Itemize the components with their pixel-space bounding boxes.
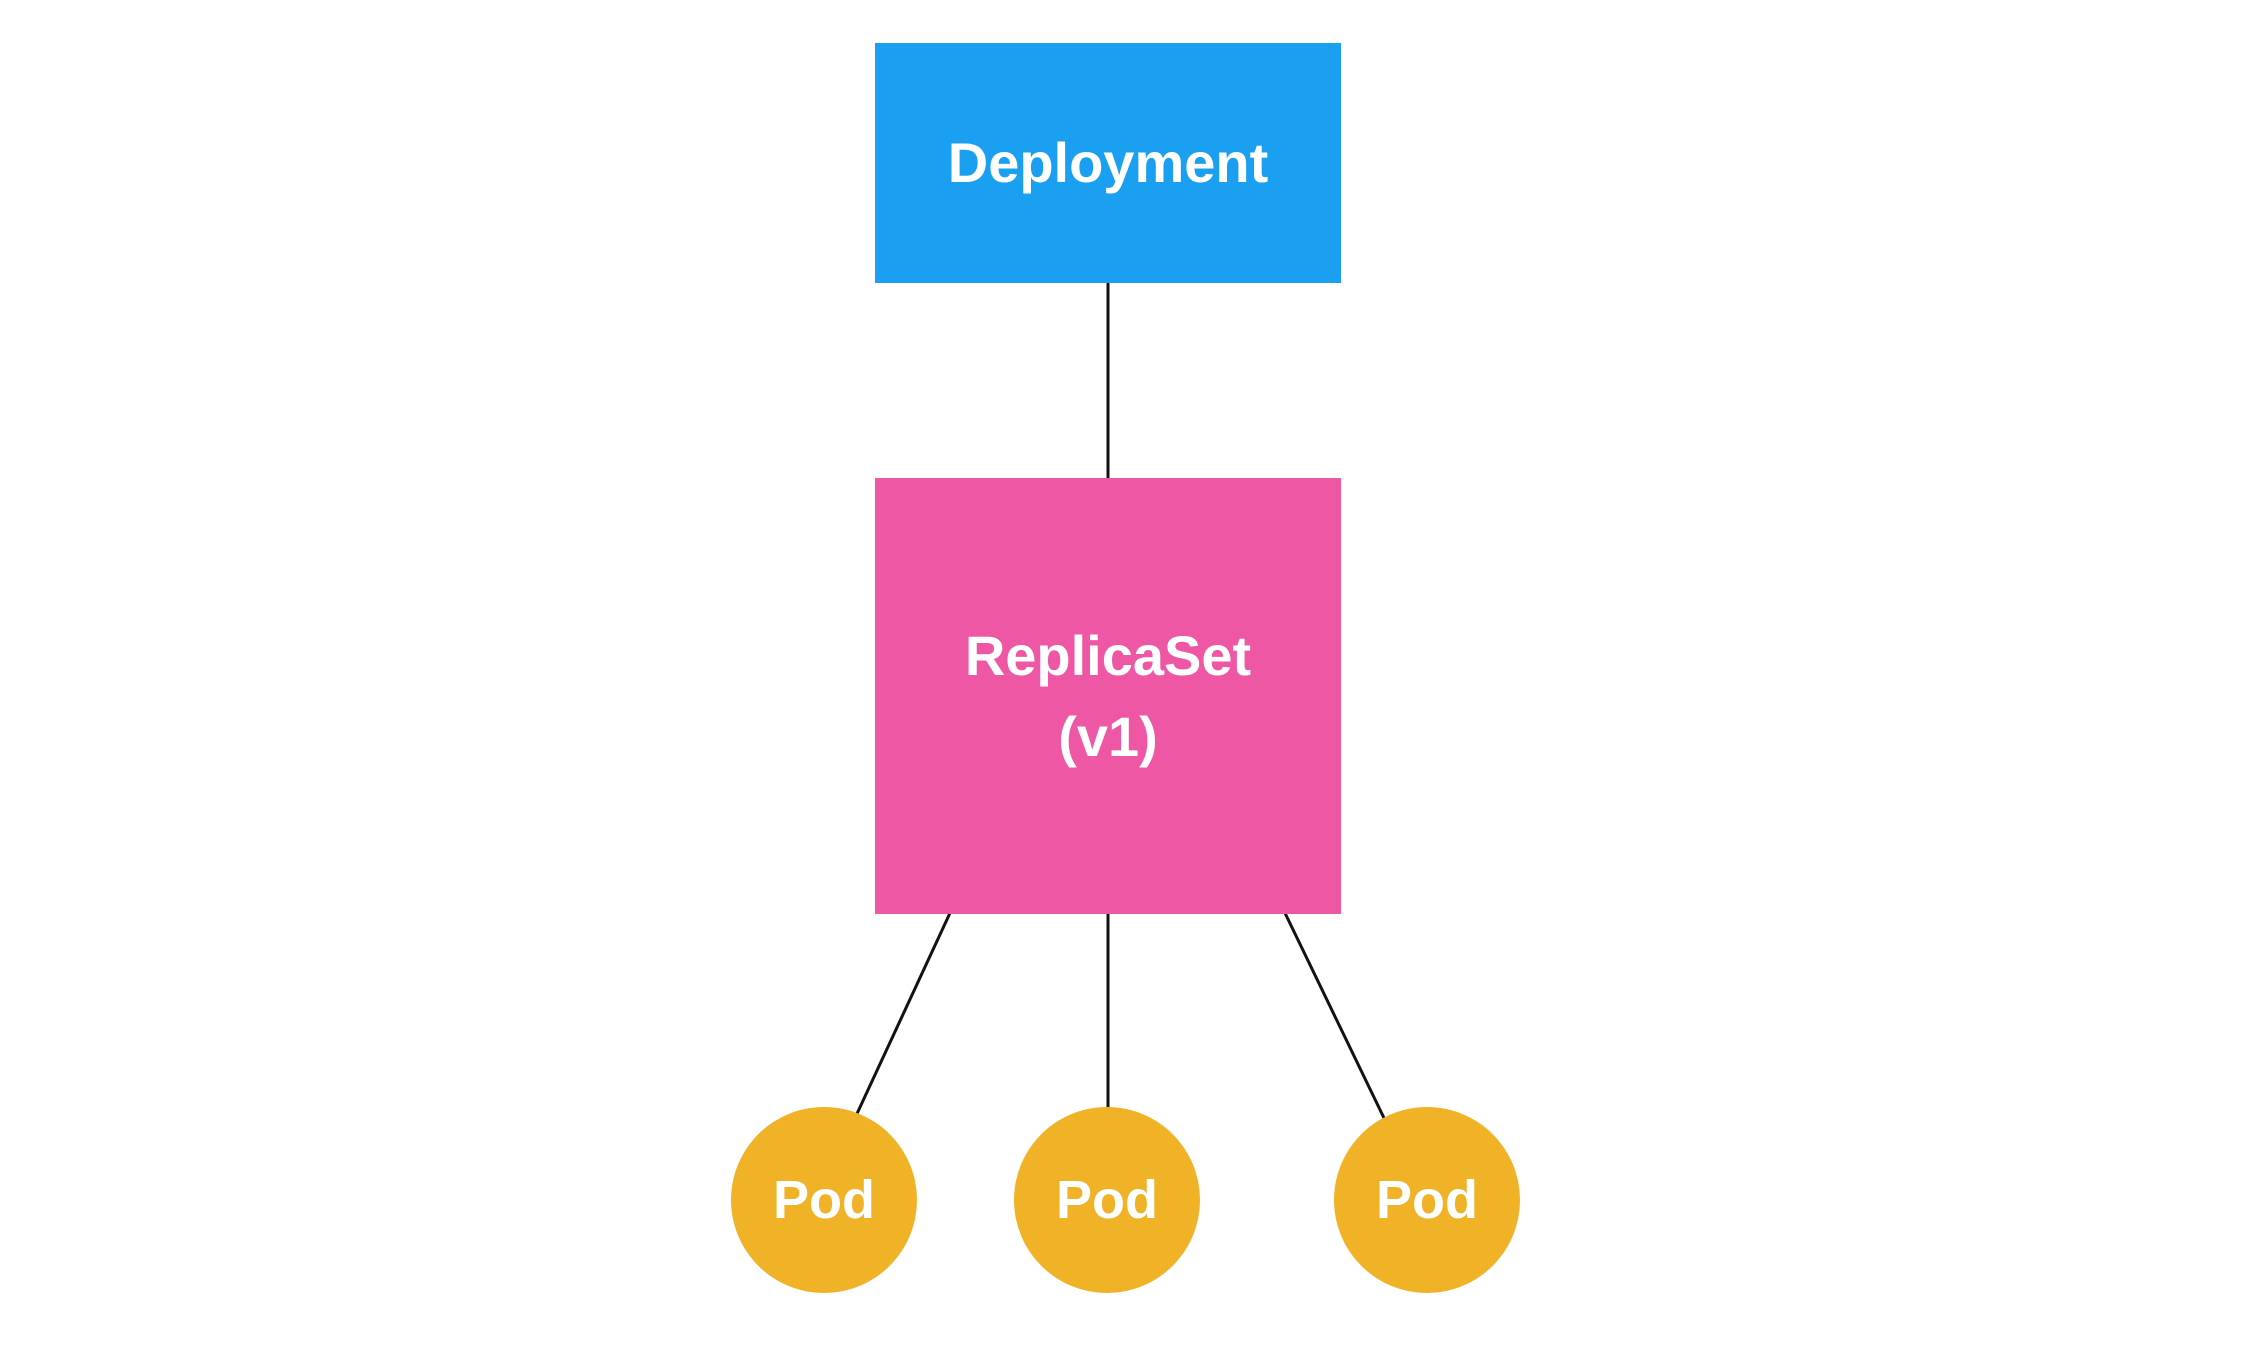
node-deployment: Deployment bbox=[875, 43, 1341, 283]
replicaset-version-label: (v1) bbox=[1058, 705, 1158, 768]
replicaset-label: ReplicaSet bbox=[964, 623, 1252, 687]
node-pod-1: Pod bbox=[731, 1107, 917, 1293]
edge-replicaset-to-pod-1 bbox=[853, 912, 952, 1119]
node-pod-3: Pod bbox=[1334, 1107, 1520, 1293]
pod-1-label: Pod bbox=[773, 1170, 875, 1230]
node-pod-2: Pod bbox=[1014, 1107, 1200, 1293]
node-replicaset: ReplicaSet (v1) bbox=[875, 478, 1341, 914]
deployment-label: Deployment bbox=[947, 131, 1269, 195]
pod-3-label: Pod bbox=[1376, 1170, 1478, 1230]
pod-2-label: Pod bbox=[1056, 1170, 1158, 1230]
edge-replicaset-to-pod-3 bbox=[1283, 912, 1386, 1119]
